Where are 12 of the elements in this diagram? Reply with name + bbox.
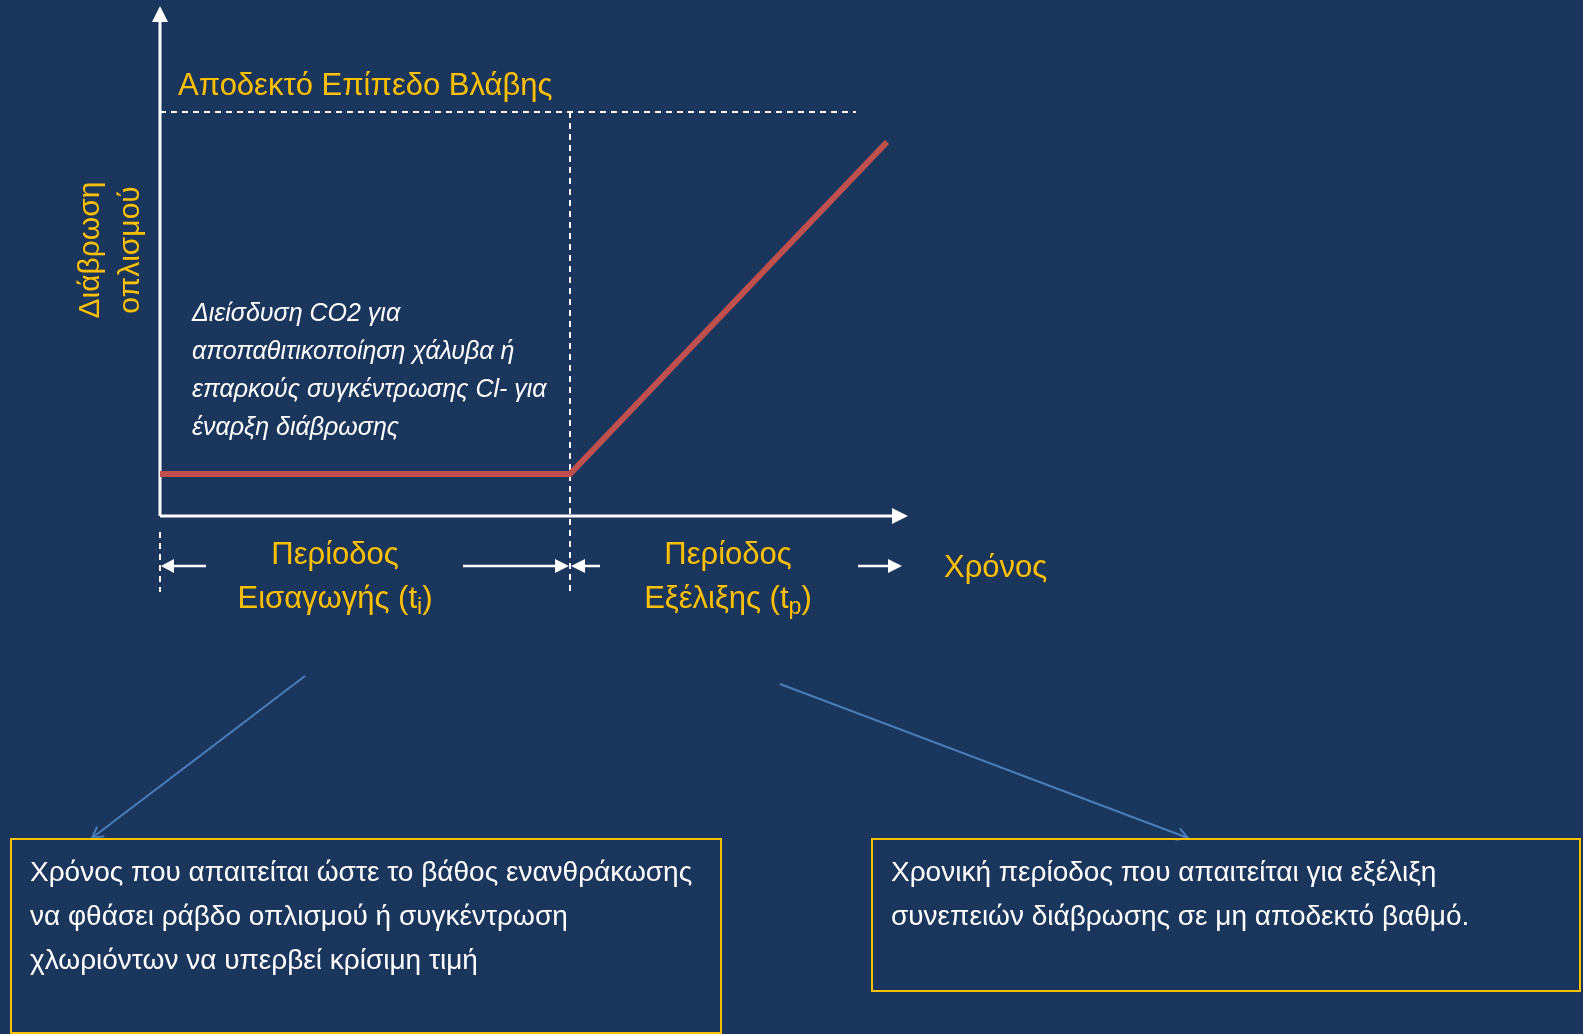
description-text: Χρόνος που απαιτείται ώστε το βάθος ενανθράκωσης να φθάσει ράβδο οπλισμού ή συγκέντρωση χλωριόντων να υπερβεί κρίσιμη τιμή xyxy=(30,855,694,977)
axis-title: Διάβρωση οπλισμού xyxy=(71,180,146,321)
threshold-label: Αποδεκτό Επίπεδο Βλάβης xyxy=(178,66,553,104)
axis-title: Χρόνος xyxy=(944,548,1048,586)
period-label: Περίοδος Εξέλιξης (t$_{p}$) xyxy=(623,532,833,667)
description-box xyxy=(871,838,1581,992)
annotation-text: Διείσδυση CO2 για αποπαθιτικοποίηση χάλυβα ή επαρκούς συγκέντρωσης Cl- για έναρξη διάβρωσης xyxy=(192,297,548,442)
description-text: Χρονική περίοδος που απαιτείται για εξέλιξη συνεπειών διάβρωσης σε μη αποδεκτό βαθμό. xyxy=(891,855,1471,933)
period-label: Περίοδος Εισαγωγής (t$_{i}$) xyxy=(230,532,440,667)
arrow xyxy=(779,683,1189,841)
description-box xyxy=(10,838,722,1034)
arrow xyxy=(91,675,306,839)
